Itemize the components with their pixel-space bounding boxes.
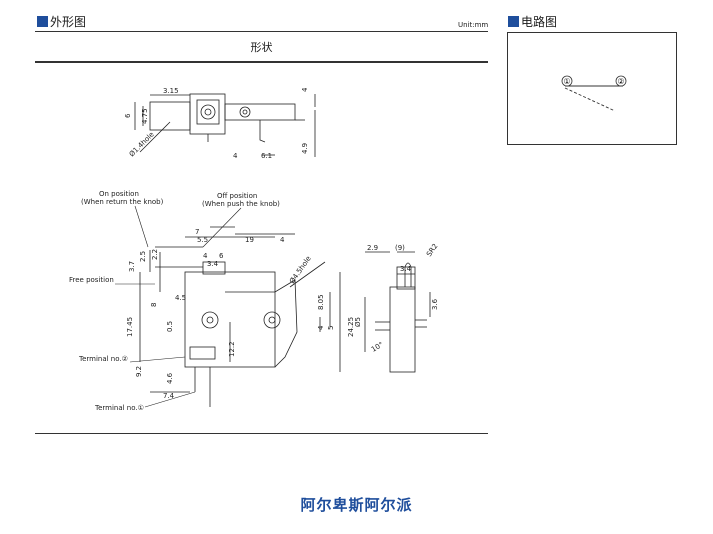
- free-position-label: Free position: [69, 276, 114, 284]
- dim-label: 17.45: [126, 317, 134, 337]
- outline-drawing: 3.15 6 4.75 Ø1.4hole 4 4.9 6.1 4 7 5.5 1…: [69, 87, 440, 412]
- dim-label: 4: [233, 152, 238, 160]
- panel-separator-rule: [35, 61, 488, 63]
- dim-label: 24.25: [347, 317, 355, 337]
- dim-label: 3.4: [400, 265, 412, 273]
- dim-label: 3.7: [128, 261, 136, 272]
- dim-label: 12.2: [228, 341, 236, 357]
- outline-title: 外形图: [50, 15, 87, 29]
- dim-label: 4: [203, 252, 208, 260]
- unit-label: Unit:mm: [458, 21, 489, 29]
- circuit-title: 电路图: [521, 15, 558, 29]
- off-position-label: Off position: [217, 192, 257, 200]
- dim-label: 4: [301, 87, 309, 92]
- shape-label: 形状: [250, 40, 273, 54]
- circuit-section-header: 电路图: [508, 13, 557, 30]
- top-view: [134, 93, 316, 157]
- dim-label: 7: [195, 228, 199, 236]
- dim-label: 0.5: [166, 321, 174, 332]
- terminal-2-label: Terminal no.②: [78, 355, 128, 363]
- dim-label: 10°: [370, 341, 385, 354]
- on-position-label: On position: [99, 190, 139, 198]
- dim-label: 5.5: [197, 236, 208, 244]
- dim-label: 3.4: [207, 260, 219, 268]
- off-position-note: (When push the knob): [202, 200, 280, 208]
- dim-label: 9.2: [135, 366, 143, 377]
- section-marker-icon: [37, 16, 48, 27]
- outline-section-header: 外形图: [37, 13, 86, 30]
- dim-label: 2.2: [151, 249, 159, 260]
- dim-label: 4.6: [166, 372, 174, 384]
- dim-label: 4: [280, 236, 285, 244]
- dim-label: Ø1.4hole: [128, 130, 156, 158]
- dim-label: 6: [124, 113, 132, 118]
- circuit-diagram: ① ②: [507, 32, 677, 145]
- dim-label: 4: [317, 325, 325, 330]
- dim-label: 8.05: [317, 294, 325, 310]
- panel-bottom-rule: [35, 433, 488, 434]
- dim-label: 2.9: [367, 244, 378, 252]
- dim-label: 8: [150, 303, 158, 307]
- terminal-1-label: Terminal no.①: [94, 404, 144, 412]
- circuit-terminal-1: ①: [563, 77, 570, 86]
- dim-label: 6.1: [261, 152, 272, 160]
- dim-label: 4.5: [175, 294, 186, 302]
- dim-label: 4.9: [301, 143, 309, 154]
- brand-name: 阿尔卑斯阿尔派: [300, 496, 413, 514]
- dim-label: 6: [219, 252, 224, 260]
- dim-label: SR2: [425, 242, 439, 258]
- circuit-terminal-2: ②: [617, 77, 624, 86]
- dim-label: (9): [395, 244, 405, 252]
- section-marker-icon: [508, 16, 519, 27]
- dim-label: 5: [327, 326, 335, 330]
- dim-label: Ø5: [354, 317, 362, 327]
- side-view: [364, 251, 431, 373]
- front-view: [139, 226, 341, 407]
- dim-label: 2.5: [139, 251, 147, 262]
- on-position-note: (When return the knob): [81, 198, 164, 206]
- dim-label: 3.15: [163, 87, 179, 95]
- switch-contact-dashed: [564, 87, 616, 112]
- dim-label: 7.4: [163, 392, 175, 400]
- dim-label: 3.6: [431, 298, 439, 310]
- dim-label: 19: [245, 236, 254, 244]
- dim-label: 4.75: [141, 108, 149, 124]
- dim-label: Ø4.5hole: [288, 255, 313, 285]
- panel-top-rule: [35, 31, 488, 32]
